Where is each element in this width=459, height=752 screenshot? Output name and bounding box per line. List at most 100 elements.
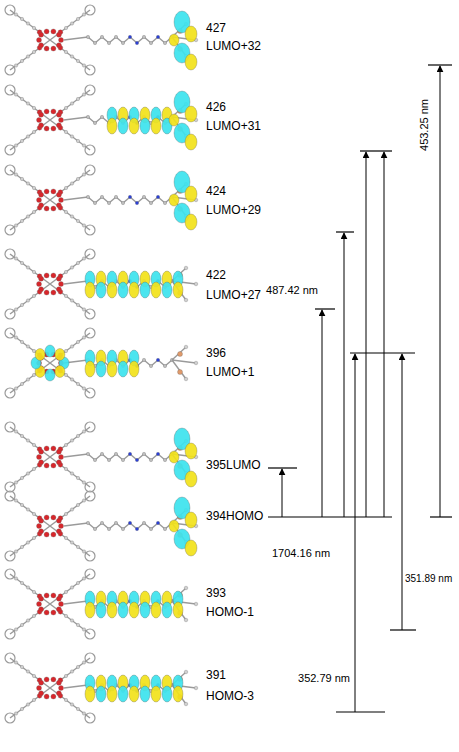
atom [82,64,85,67]
orbital-lobe [129,686,139,702]
orbital-lobe [96,602,106,618]
atom [39,680,44,685]
atom [70,345,73,348]
phenyl-ring [85,551,95,561]
orbital-label: 395LUMO [206,459,261,472]
atom [20,303,23,306]
orbital-number: 393 [206,587,226,600]
orbital-lobe [129,361,139,377]
atom [100,195,103,198]
atom [51,273,56,278]
atom [56,192,61,197]
atom [59,455,64,460]
atom [39,203,44,208]
atom [32,373,35,376]
energy-level [390,629,416,630]
atom [70,541,73,544]
atom [26,135,29,138]
bond [50,284,90,314]
atom [163,201,166,204]
atom [121,41,124,44]
atom [14,173,17,176]
atom [51,677,56,682]
atom [82,173,85,176]
energy-level [430,516,452,517]
orbital-lobe [169,451,179,463]
atom [20,665,23,668]
atom [56,691,61,696]
atom [64,443,67,446]
phenyl-ring [5,65,15,75]
transition-arrow [355,354,356,712]
atom [14,481,17,484]
atom [51,515,56,520]
atom [32,130,35,133]
atom [51,593,56,598]
atom [56,680,61,685]
phenyl-ring [5,145,15,155]
atom [20,503,23,506]
energy-level [350,352,415,353]
atom [135,41,138,44]
orbital-lobe [162,282,172,298]
atom [44,46,49,51]
atom [64,210,67,213]
atom [14,430,17,433]
atom [14,64,17,67]
atom [56,43,61,48]
orbital-lobe [162,602,172,618]
atom [44,515,49,520]
bond [10,90,50,120]
atom [64,674,67,677]
bond [64,523,88,526]
orbital-lobe [173,282,183,298]
atom [82,499,85,502]
bond [64,281,88,284]
atom [184,618,188,622]
atom [135,458,138,461]
atom [14,499,17,502]
orbital-name: LUMO+29 [206,204,261,217]
atom [107,41,110,44]
atom [100,452,103,455]
atom [37,282,42,287]
atom [26,22,29,25]
atom [32,443,35,446]
orbital-lobe [185,540,197,556]
orbital-lobe [107,118,117,134]
bond [50,40,90,70]
bond [50,333,90,363]
phenyl-ring [5,422,15,432]
atom [56,596,61,601]
orbital-number: 391 [206,669,226,682]
atom [86,521,89,524]
bond [10,284,50,314]
atom [56,276,61,281]
bond [10,200,50,230]
transition-arrow [440,66,441,517]
orbital-lobe [151,602,161,618]
atom [86,195,89,198]
atom [26,55,29,58]
atom [82,628,85,631]
bond [172,360,186,379]
atom [39,529,44,534]
atom [51,29,56,34]
orbital-lobe [185,471,197,487]
atom [82,308,85,311]
atom [82,481,85,484]
atom [70,472,73,475]
atom [107,458,110,461]
atom [128,452,131,455]
orbital-lobe [129,602,139,618]
orbital-plot [5,165,198,235]
atom [135,201,138,204]
atom [39,596,44,601]
atom [51,532,56,537]
phenyl-ring [85,569,95,579]
atom [86,35,89,38]
atom [44,206,49,211]
atom [44,593,49,598]
atom [44,29,49,34]
atom [194,686,198,690]
